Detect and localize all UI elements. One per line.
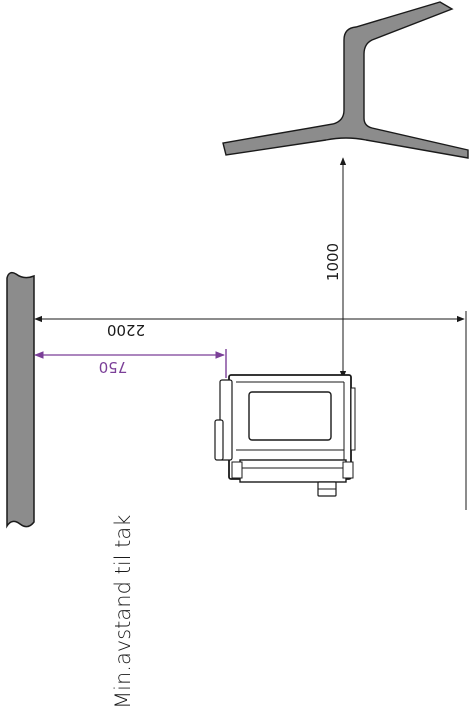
- dimension-label-1000: 1000: [324, 243, 342, 281]
- device-right-edge: [350, 387, 356, 451]
- stand-profile: [222, 1, 469, 159]
- dimension-label-750: 750: [99, 358, 128, 376]
- device-foot-left: [231, 461, 243, 479]
- device-bottom-base: [239, 459, 347, 483]
- device-foot-right: [342, 461, 354, 479]
- caption-min-distance: Min.avstand til tak: [111, 515, 135, 709]
- device-screen: [248, 391, 332, 441]
- device-unit: [214, 374, 356, 497]
- ceiling-wall: [6, 271, 35, 529]
- device-side-handle: [214, 419, 224, 461]
- dimension-label-2200: 2200: [107, 321, 145, 339]
